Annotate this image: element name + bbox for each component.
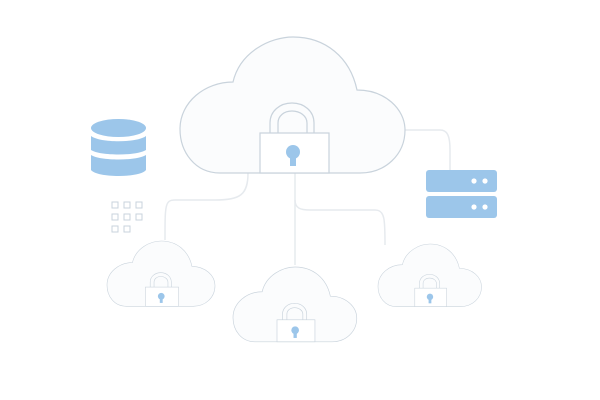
left-cloud-lock-icon xyxy=(106,240,216,307)
server-icon xyxy=(426,170,497,218)
grid-dots-icon xyxy=(111,201,143,233)
connector-lines xyxy=(164,129,451,265)
center-cloud-lock-icon xyxy=(232,266,358,343)
right-cloud-lock-icon xyxy=(377,243,482,307)
database-icon xyxy=(91,119,146,176)
main-cloud-lock-icon xyxy=(179,36,406,174)
